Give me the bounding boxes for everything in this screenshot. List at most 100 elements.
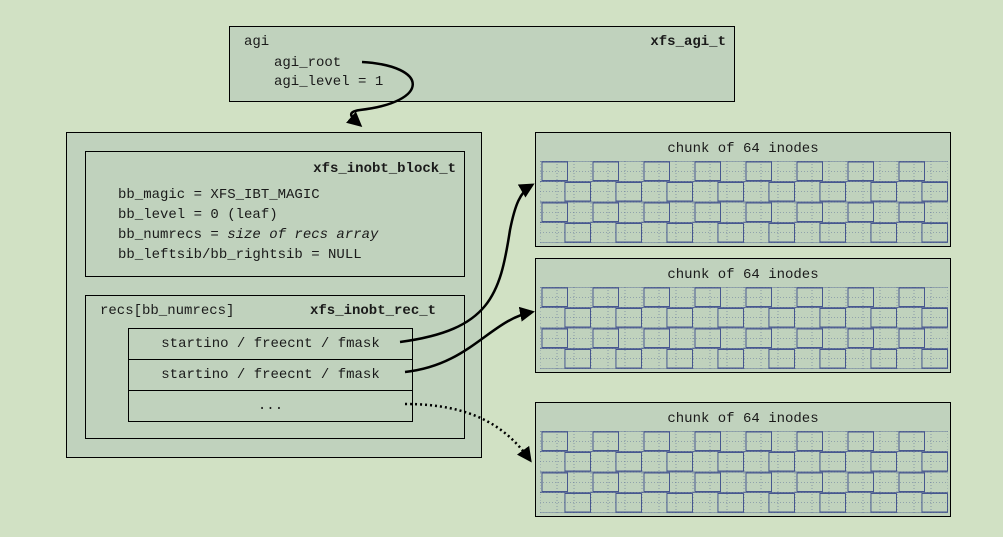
inode-cell — [898, 328, 925, 348]
inode-cell — [615, 182, 642, 202]
inode-cell — [615, 308, 642, 328]
inode-cell — [643, 431, 670, 451]
inode-cell — [819, 493, 846, 513]
inode-cell — [643, 287, 670, 307]
inode-cell — [717, 223, 744, 243]
inode-cell — [615, 452, 642, 472]
inode-cell — [564, 493, 591, 513]
bb-numrecs-field: bb_numrecs = size of recs array — [118, 227, 379, 243]
inode-cell — [541, 328, 568, 348]
inode-chunk-3: chunk of 64 inodes — [535, 402, 951, 517]
inode-cell — [745, 431, 772, 451]
inode-cell — [592, 431, 619, 451]
inode-cell — [643, 161, 670, 181]
inode-cell — [847, 431, 874, 451]
rec-row-ellipsis-text: ... — [257, 398, 284, 414]
rec-row-ellipsis: ... — [128, 390, 413, 422]
inode-cell — [768, 223, 795, 243]
inode-cell — [694, 472, 721, 492]
inode-cell — [694, 287, 721, 307]
inode-cell — [819, 349, 846, 369]
rec-row-text: startino / freecnt / fmask — [161, 336, 380, 352]
inode-cell — [694, 431, 721, 451]
inode-cell — [745, 202, 772, 222]
inode-cell — [819, 452, 846, 472]
inode-cell — [643, 472, 670, 492]
bb-level-field: bb_level = 0 (leaf) — [118, 207, 278, 223]
inode-cell — [768, 452, 795, 472]
inode-cell — [819, 223, 846, 243]
inode-cell — [666, 493, 693, 513]
inode-cell — [717, 182, 744, 202]
bb-numrecs-desc: size of recs array — [227, 227, 379, 243]
agi-level-field: agi_level = 1 — [274, 74, 384, 90]
inode-cell — [898, 202, 925, 222]
inode-cell — [768, 493, 795, 513]
inode-chunk-1: chunk of 64 inodes — [535, 132, 951, 247]
inode-cell — [847, 472, 874, 492]
inode-cell — [921, 223, 948, 243]
agi-type-label: xfs_agi_t — [650, 34, 726, 50]
bb-magic-field: bb_magic = XFS_IBT_MAGIC — [118, 187, 320, 203]
inode-cell — [847, 161, 874, 181]
inode-cell — [541, 287, 568, 307]
inode-cell — [898, 161, 925, 181]
inode-grid — [540, 431, 948, 513]
inode-cell — [564, 452, 591, 472]
inode-cell — [643, 202, 670, 222]
rec-row: startino / freecnt / fmask — [128, 359, 413, 391]
inode-cell — [819, 182, 846, 202]
inode-cell — [717, 308, 744, 328]
rec-row: startino / freecnt / fmask — [128, 328, 413, 360]
inode-cell — [921, 182, 948, 202]
inode-cell — [694, 328, 721, 348]
inode-cell — [615, 349, 642, 369]
inode-cell — [870, 182, 897, 202]
agi-label: agi — [244, 34, 270, 50]
inode-cell — [898, 431, 925, 451]
inode-cell — [796, 328, 823, 348]
recs-array-label: recs[bb_numrecs] — [100, 303, 235, 319]
bb-sibling-field: bb_leftsib/bb_rightsib = NULL — [118, 247, 362, 263]
agi-root-field: agi_root — [274, 55, 342, 71]
inode-cell — [847, 287, 874, 307]
inode-cell — [819, 308, 846, 328]
inode-cell — [564, 182, 591, 202]
inode-cell — [717, 452, 744, 472]
inode-cell — [745, 161, 772, 181]
inode-cell — [666, 223, 693, 243]
inode-cell — [870, 493, 897, 513]
inode-grid — [540, 287, 948, 369]
inode-cell — [564, 223, 591, 243]
inode-cell — [615, 223, 642, 243]
inode-cell — [666, 182, 693, 202]
chunk-title: chunk of 64 inodes — [667, 267, 819, 283]
inode-cell — [643, 328, 670, 348]
inode-cell — [768, 308, 795, 328]
inode-cell — [921, 493, 948, 513]
inode-cell — [898, 472, 925, 492]
inode-cell — [796, 161, 823, 181]
inode-cell — [592, 161, 619, 181]
inode-cell — [847, 328, 874, 348]
inode-cell — [796, 202, 823, 222]
chunk-title: chunk of 64 inodes — [667, 141, 819, 157]
inode-cell — [592, 287, 619, 307]
inode-cell — [745, 287, 772, 307]
inode-cell — [870, 452, 897, 472]
inobt-block-header: xfs_inobt_block_t bb_magic = XFS_IBT_MAG… — [85, 151, 465, 277]
inode-cell — [796, 472, 823, 492]
rec-row-text: startino / freecnt / fmask — [161, 367, 380, 383]
inode-cell — [921, 452, 948, 472]
inode-cell — [847, 202, 874, 222]
inode-cell — [592, 202, 619, 222]
inode-cell — [666, 452, 693, 472]
inode-cell — [745, 472, 772, 492]
inode-chunk-2: chunk of 64 inodes — [535, 258, 951, 373]
agi-box: agi xfs_agi_t agi_root agi_level = 1 — [229, 26, 735, 102]
inode-cell — [541, 431, 568, 451]
inode-cell — [796, 431, 823, 451]
inode-cell — [745, 328, 772, 348]
inode-cell — [564, 308, 591, 328]
inode-cell — [694, 161, 721, 181]
